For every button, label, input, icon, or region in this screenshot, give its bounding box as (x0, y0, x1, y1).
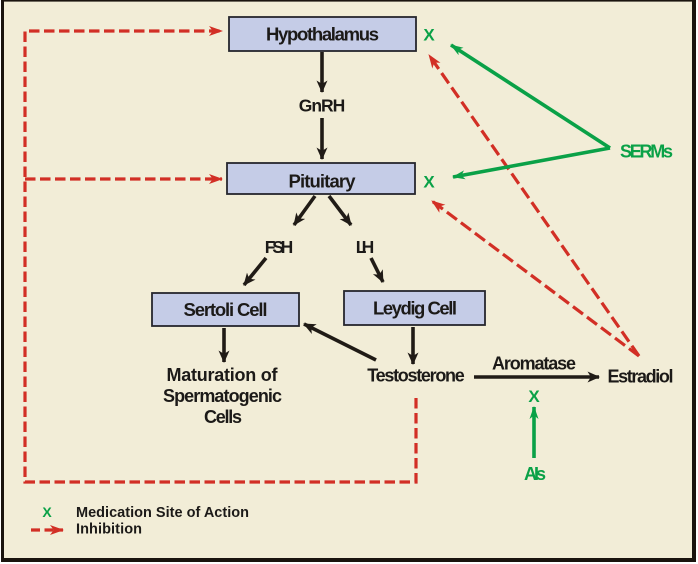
svg-text:Hypothalamus: Hypothalamus (266, 24, 379, 45)
svg-text:Pituitary: Pituitary (289, 171, 357, 192)
svg-text:Leydig Cell: Leydig Cell (373, 298, 457, 319)
svg-text:GnRH: GnRH (299, 96, 346, 116)
svg-text:FSH: FSH (265, 237, 294, 257)
svg-text:X: X (528, 387, 540, 406)
svg-text:Inhibition: Inhibition (76, 522, 142, 538)
svg-text:LH: LH (356, 237, 375, 257)
svg-text:X: X (423, 173, 435, 192)
svg-text:SERMs: SERMs (620, 142, 673, 162)
svg-text:Aromatase: Aromatase (492, 354, 576, 374)
svg-text:X: X (423, 26, 435, 45)
svg-text:X: X (42, 504, 52, 520)
svg-text:AIs: AIs (524, 464, 546, 484)
svg-text:Estradiol: Estradiol (608, 367, 674, 387)
svg-text:Medication Site of Action: Medication Site of Action (76, 505, 249, 521)
svg-text:Maturation of: Maturation of (167, 365, 279, 385)
svg-text:Sertoli Cell: Sertoli Cell (184, 299, 268, 320)
svg-text:Cells: Cells (204, 407, 242, 427)
svg-text:Testosterone: Testosterone (367, 366, 465, 386)
svg-text:Spermatogenic: Spermatogenic (163, 386, 282, 406)
